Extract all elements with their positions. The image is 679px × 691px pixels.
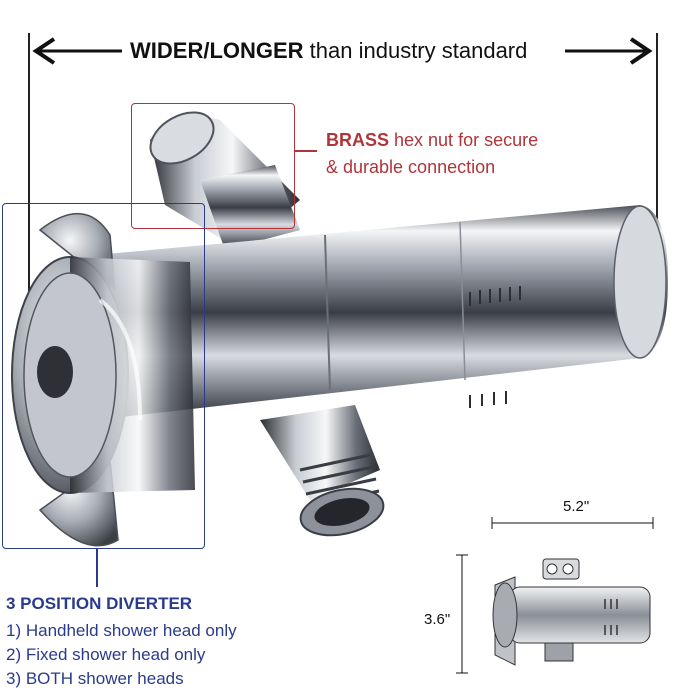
diverter-option: 3) BOTH shower heads: [6, 669, 184, 688]
dimension-diagram: [456, 517, 654, 674]
banner-title-rest: than industry standard: [303, 38, 528, 63]
diverter-callout-connector: [96, 549, 98, 587]
right-arrow-icon: [565, 37, 653, 65]
left-arrow-icon: [32, 37, 122, 65]
brass-callout-line1: BRASS hex nut for secure: [326, 127, 538, 154]
dimension-height-label: 3.6": [424, 611, 451, 628]
dimension-tick-right: [656, 33, 658, 248]
brass-callout-text: BRASS hex nut for secure & durable conne…: [326, 127, 538, 181]
diverter-options-list: 1) Handheld shower head only 2) Fixed sh…: [6, 619, 237, 691]
diverter-highlight-box: [2, 203, 205, 549]
diverter-option: 1) Handheld shower head only: [6, 621, 237, 640]
brass-nut-highlight-box: [131, 103, 295, 229]
diverter-callout-title: 3 POSITION DIVERTER: [6, 594, 193, 613]
banner-title-bold: WIDER/LONGER: [130, 38, 304, 63]
dimension-width-label: 5.2": [563, 498, 590, 515]
brass-callout-bold: BRASS: [326, 130, 390, 150]
brass-callout-connector: [295, 150, 317, 152]
diverter-option: 2) Fixed shower head only: [6, 645, 206, 664]
banner-title: WIDER/LONGER than industry standard: [130, 36, 560, 66]
brass-callout-line1-rest: hex nut for secure: [389, 130, 539, 150]
shower-arm-diverter-image: [11, 111, 668, 547]
dimension-tick-left: [28, 33, 30, 318]
brass-callout-line2: & durable connection: [326, 157, 496, 177]
